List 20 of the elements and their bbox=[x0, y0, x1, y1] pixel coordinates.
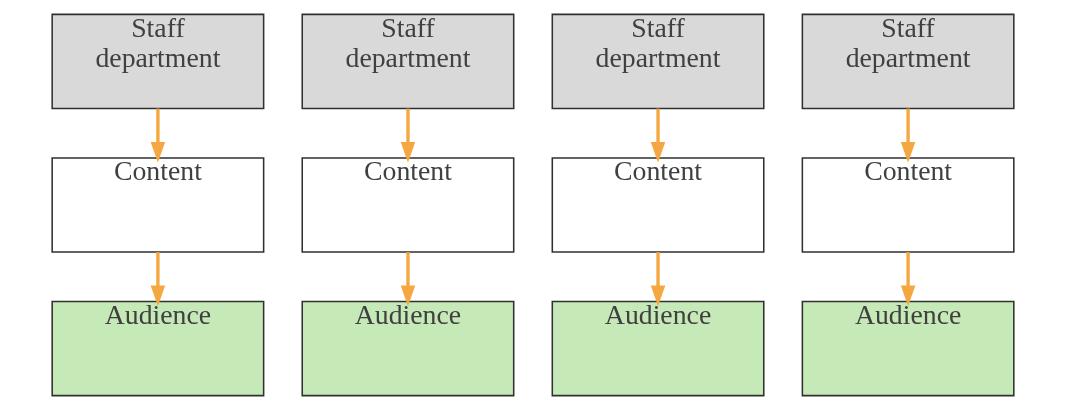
arrow bbox=[150, 108, 165, 163]
node-box: Content bbox=[50, 157, 264, 253]
node-box: Staff department bbox=[801, 13, 1015, 110]
arrow bbox=[650, 252, 665, 307]
node-box: Content bbox=[300, 157, 514, 253]
node-box: Audience bbox=[551, 300, 765, 397]
arrow bbox=[400, 252, 415, 307]
arrow bbox=[400, 108, 415, 163]
node-box: Audience bbox=[801, 300, 1015, 397]
arrow bbox=[900, 108, 915, 163]
arrow bbox=[150, 252, 165, 307]
node-box: Audience bbox=[300, 300, 514, 397]
arrow bbox=[900, 252, 915, 307]
node-box: Content bbox=[551, 157, 765, 253]
node-box: Audience bbox=[50, 300, 264, 397]
node-box: Content bbox=[801, 157, 1015, 253]
arrow bbox=[650, 108, 665, 163]
node-box: Staff department bbox=[300, 13, 514, 110]
node-box: Staff department bbox=[50, 13, 264, 110]
node-box: Staff department bbox=[551, 13, 765, 110]
